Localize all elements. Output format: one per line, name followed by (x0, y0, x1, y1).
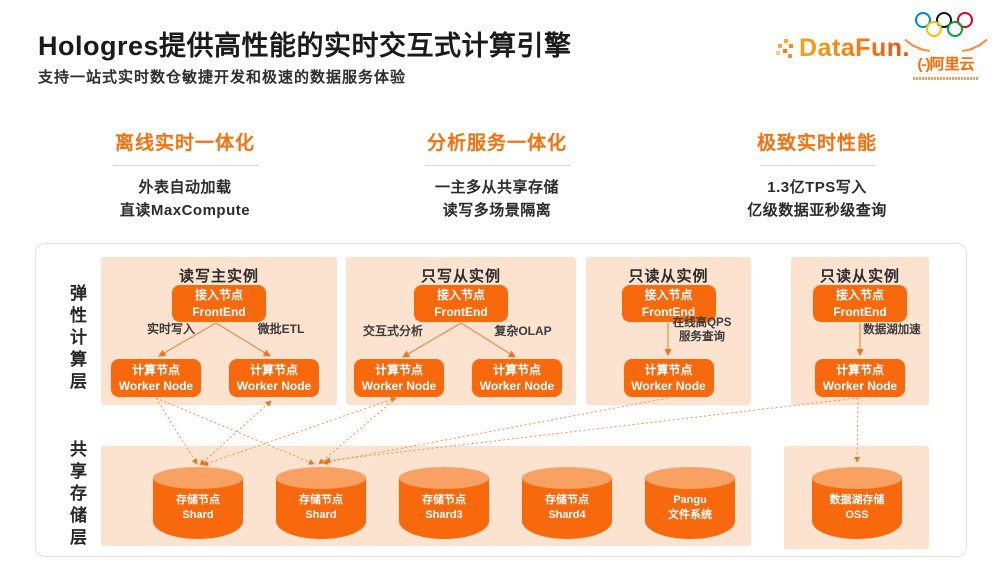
instance-title: 只读从实例 (628, 268, 709, 285)
layer-label-compute: 弹性计算层 (67, 284, 86, 394)
layer-label-storage: 共享存储层 (67, 440, 86, 550)
architecture-diagram: 弹性计算层 共享存储层 读写主实例 接入节点 FrontEnd 实时写入 微批E… (35, 243, 967, 557)
edge-label-realtime-write: 实时写入 (146, 322, 195, 336)
edge-label-interactive-analysis: 交互式分析 (362, 324, 423, 338)
page-subtitle: 支持一站式实时数仓敏捷开发和极速的数据服务体验 (38, 69, 407, 86)
instance-primary: 读写主实例 接入节点 FrontEnd 实时写入 微批ETL 计算节点 Work… (101, 257, 337, 405)
frontend-node: 接入节点 FrontEnd (621, 285, 716, 322)
worker-node: 计算节点 Worker Node (623, 359, 714, 397)
feature-line: 直读MaxCompute (119, 202, 251, 220)
edge-label-microbatch-etl: 微批ETL (257, 322, 305, 336)
divider (759, 165, 875, 166)
feature-analytics-serving: 分析服务一体化 一主多从共享存储 读写多场景隔离 (372, 128, 622, 223)
feature-offline-realtime: 离线实时一体化 外表自动加载 直读MaxCompute (60, 128, 310, 223)
divider (112, 165, 258, 166)
datafun-wordmark: DataFun. (799, 34, 910, 62)
worker-node: 计算节点 Worker Node (815, 359, 905, 397)
feature-performance: 极致实时性能 1.3亿TPS写入 亿级数据亚秒级查询 (692, 128, 942, 223)
feature-line: 1.3亿TPS写入 (767, 179, 867, 196)
instance-read-replica-2: 只读从实例 接入节点 FrontEnd 数据湖加速 计算节点 Worker No… (791, 257, 929, 405)
datafun-pixel-icon (775, 37, 797, 61)
feature-line: 读写多场景隔离 (442, 202, 552, 220)
edge-label-datalake-acceleration: 数据湖加速 (863, 324, 921, 336)
feature-title: 极致实时性能 (756, 133, 877, 154)
worker-node: 计算节点 Worker Node (229, 359, 319, 397)
olympic-rings-icon (915, 12, 977, 40)
feature-title: 离线实时一体化 (114, 133, 255, 154)
instance-title: 只读从实例 (819, 268, 900, 285)
feature-line: 一主多从共享存储 (434, 179, 559, 196)
feature-line: 外表自动加载 (138, 179, 232, 196)
worker-node: 计算节点 Worker Node (472, 359, 562, 397)
instance-read-replica-1: 只读从实例 接入节点 FrontEnd 在线高QPS 服务查询 计算节点 Wor… (586, 257, 751, 405)
edge-label-high-qps-serving: 在线高QPS 服务查询 (672, 317, 732, 344)
divider (424, 165, 570, 166)
datafun-logo: DataFun. (775, 34, 910, 63)
alicloud-bracket-icon: (-) (917, 56, 930, 73)
worker-node: 计算节点 Worker Node (354, 359, 444, 397)
instance-write-replica: 只写从实例 接入节点 FrontEnd 交互式分析 复杂OLAP 计算节点 Wo… (346, 257, 576, 405)
alicloud-tagline (913, 77, 979, 80)
instance-title: 读写主实例 (178, 268, 259, 285)
worker-node: 计算节点 Worker Node (111, 359, 201, 397)
alicloud-wordmark: (-)阿里云 (917, 56, 975, 73)
edge-label-complex-olap: 复杂OLAP (494, 324, 552, 338)
alicloud-logo: (-)阿里云 (898, 12, 994, 80)
frontend-node: 接入节点 FrontEnd (813, 285, 907, 322)
page-title: Hologres提供高性能的实时交互式计算引擎 (38, 31, 572, 61)
frontend-node: 接入节点 FrontEnd (414, 285, 508, 322)
feature-title: 分析服务一体化 (426, 133, 567, 154)
instance-title: 只写从实例 (420, 268, 501, 285)
rays-icon (902, 38, 990, 53)
frontend-node: 接入节点 FrontEnd (172, 285, 266, 322)
feature-line: 亿级数据亚秒级查询 (747, 202, 887, 220)
